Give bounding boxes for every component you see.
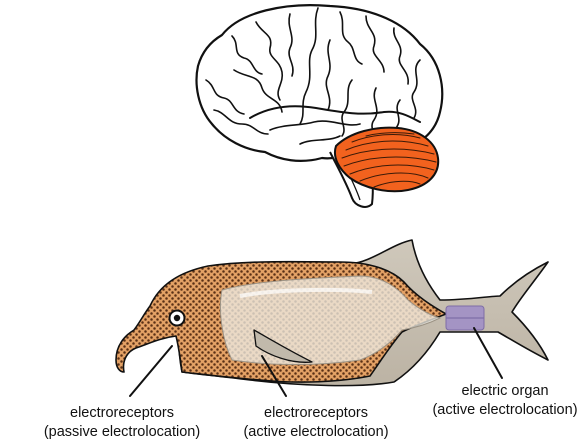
- label-electric-organ: electric organ (active electrolocation): [432, 383, 577, 418]
- elephantnose-fish: [116, 240, 548, 386]
- label-passive-electroreceptors: electroreceptors (passive electrolocatio…: [44, 405, 200, 440]
- pointer-line-organ: [474, 328, 502, 378]
- label-organ-line1: electric organ: [461, 383, 548, 399]
- label-active-electroreceptors: electroreceptors (active electrolocation…: [243, 405, 388, 440]
- electric-organ: [446, 306, 484, 330]
- label-active-line1: electroreceptors: [264, 405, 368, 421]
- pointer-line-passive: [130, 346, 172, 396]
- label-active-line2: (active electrolocation): [243, 424, 388, 440]
- fish-eye: [170, 311, 185, 326]
- human-brain: [197, 5, 443, 207]
- label-passive-line1: electroreceptors: [70, 405, 174, 421]
- label-organ-line2: (active electrolocation): [432, 402, 577, 418]
- label-passive-line2: (passive electrolocation): [44, 424, 200, 440]
